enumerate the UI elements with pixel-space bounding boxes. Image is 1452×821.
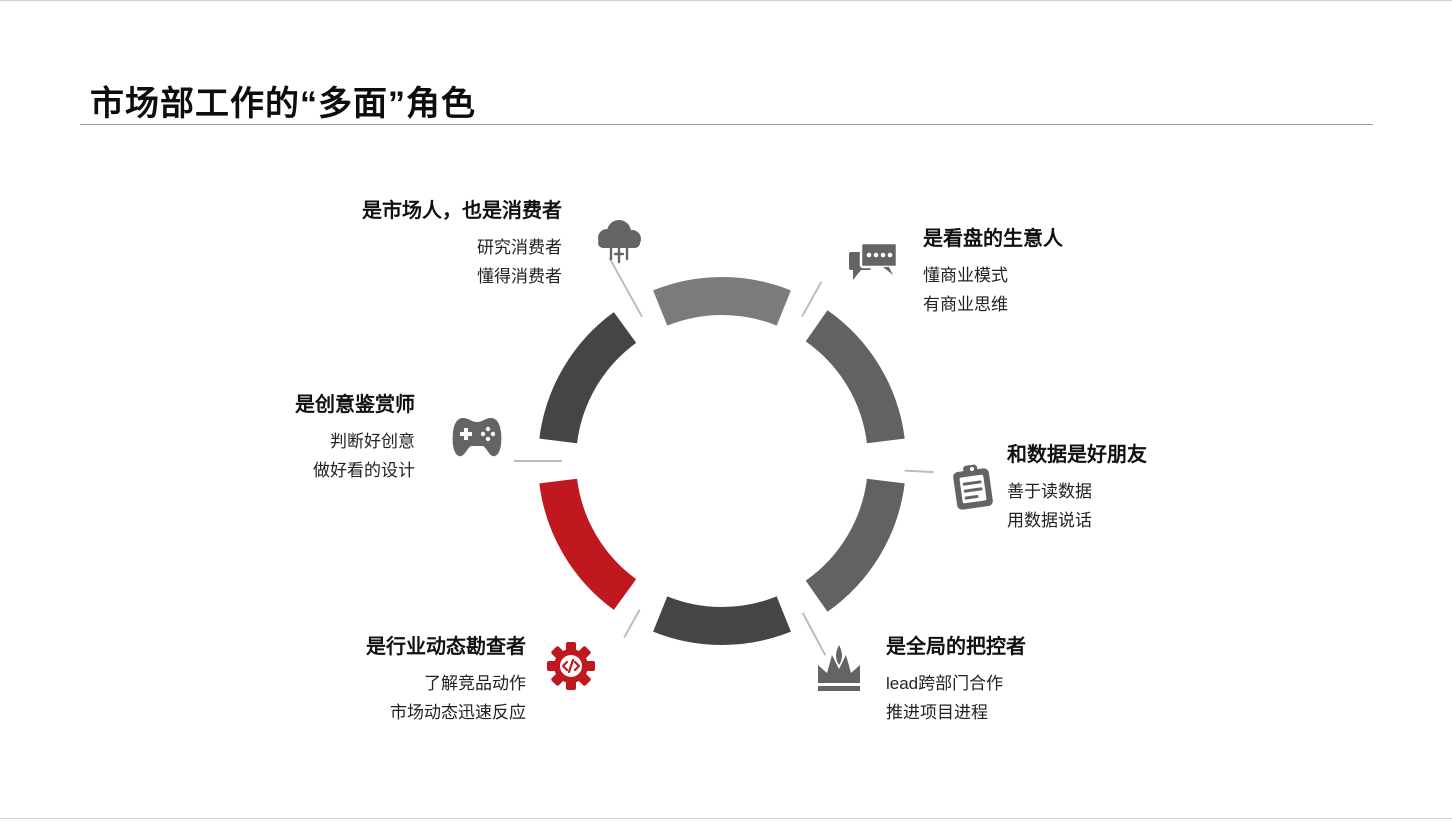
role-heading: 是看盘的生意人 xyxy=(923,228,1063,250)
role-line: lead跨部门合作 xyxy=(886,674,1004,693)
role-data: 和数据是好朋友 善于读数据 用数据说话 xyxy=(1007,438,1307,535)
role-consumer: 是市场人，也是消费者 研究消费者 懂得消费者 xyxy=(262,194,562,291)
crown-icon xyxy=(818,645,860,691)
ring-segment-creative xyxy=(539,312,637,444)
connector-data xyxy=(904,469,934,474)
role-heading: 和数据是好朋友 xyxy=(1007,444,1147,466)
role-line: 懂商业模式 xyxy=(923,266,1008,285)
gamepad-icon xyxy=(452,418,502,457)
connector-industry xyxy=(623,609,641,639)
cloud-computing-icon xyxy=(598,220,641,264)
code-gear-icon xyxy=(547,642,595,690)
title-divider xyxy=(80,124,1373,125)
top-border xyxy=(0,0,1452,1)
role-heading: 是创意鉴赏师 xyxy=(295,394,415,416)
connector-controller xyxy=(801,612,827,656)
role-line: 善于读数据 xyxy=(1007,482,1092,501)
role-business: 是看盘的生意人 懂商业模式 有商业思维 xyxy=(923,222,1223,319)
ring-segment-business xyxy=(805,310,905,444)
ring-segment-controller xyxy=(653,596,791,646)
ring-segment-consumer xyxy=(653,276,791,326)
role-heading: 是市场人，也是消费者 xyxy=(362,200,562,222)
ring-segment-industry xyxy=(539,478,637,610)
ring-segments xyxy=(539,276,905,646)
role-heading: 是全局的把控者 xyxy=(886,636,1026,658)
clipboard-icon xyxy=(953,464,993,510)
ring-connectors xyxy=(514,257,934,656)
chat-bubbles-icon xyxy=(849,241,899,280)
role-creative-judge: 是创意鉴赏师 判断好创意 做好看的设计 xyxy=(115,388,415,485)
ring-segment-data xyxy=(805,478,905,612)
role-industry-watcher: 是行业动态勘查者 了解竞品动作 市场动态迅速反应 xyxy=(226,630,526,727)
role-line: 研究消费者 xyxy=(477,238,562,257)
role-line: 推进项目进程 xyxy=(886,703,988,722)
role-controller: 是全局的把控者 lead跨部门合作 推进项目进程 xyxy=(886,630,1186,727)
connector-business xyxy=(801,281,823,318)
role-line: 市场动态迅速反应 xyxy=(390,703,526,722)
connector-consumer xyxy=(608,257,643,318)
role-line: 有商业思维 xyxy=(923,295,1008,314)
bottom-border xyxy=(0,818,1452,819)
role-line: 用数据说话 xyxy=(1007,511,1092,530)
role-line: 懂得消费者 xyxy=(477,267,562,286)
role-line: 了解竞品动作 xyxy=(424,674,526,693)
page-title: 市场部工作的“多面”角色 xyxy=(90,85,476,123)
role-line: 做好看的设计 xyxy=(313,461,415,480)
role-heading: 是行业动态勘查者 xyxy=(366,636,526,658)
role-line: 判断好创意 xyxy=(330,432,415,451)
